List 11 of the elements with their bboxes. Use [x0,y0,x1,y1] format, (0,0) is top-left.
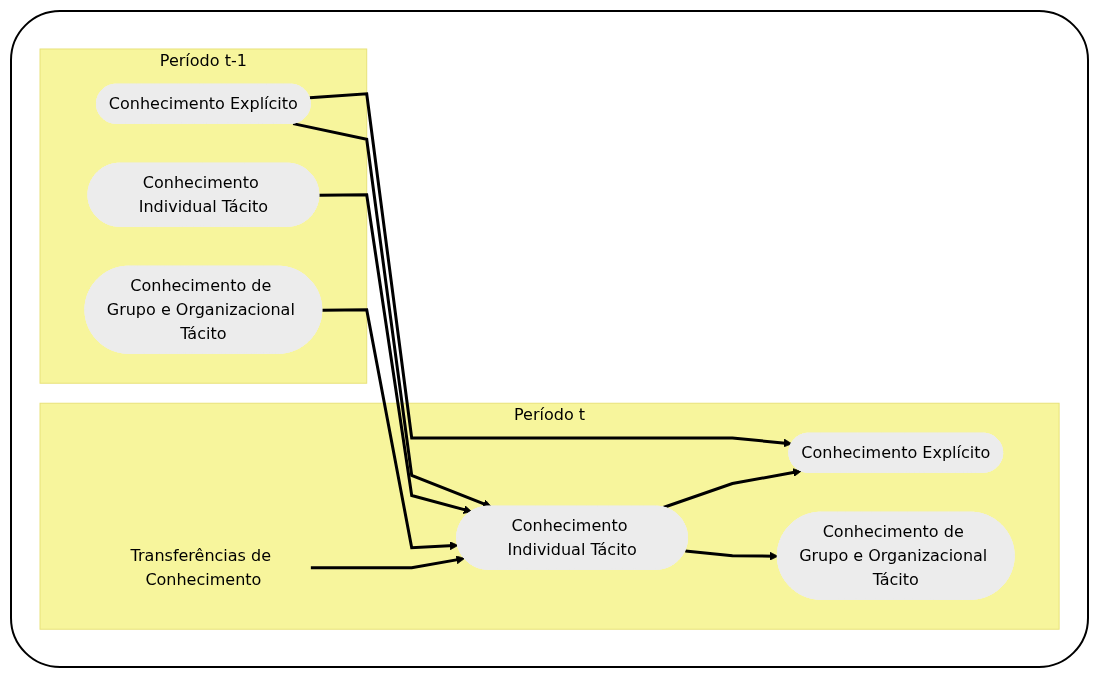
arrow [685,549,779,561]
arrow [319,193,473,514]
node-text: Transferências de Conhecimento [130,545,271,589]
arrow [309,92,793,448]
arrow [310,555,465,570]
frame-border: Período t Período t-1 Conhecimento Explícito Conhecimento Individual Tácito Conhecimento de Grupo e Organizacional Tácito Conhecimento Explícito Conhecimento Individual Tácito Conhecimento de Grupo e Organizacional Tácito Transferências de Conhecimento [10,10,1089,668]
arrow [292,122,492,508]
arrow [662,468,802,509]
arrow [322,308,459,551]
cluster [39,48,368,384]
cluster [39,402,1060,630]
